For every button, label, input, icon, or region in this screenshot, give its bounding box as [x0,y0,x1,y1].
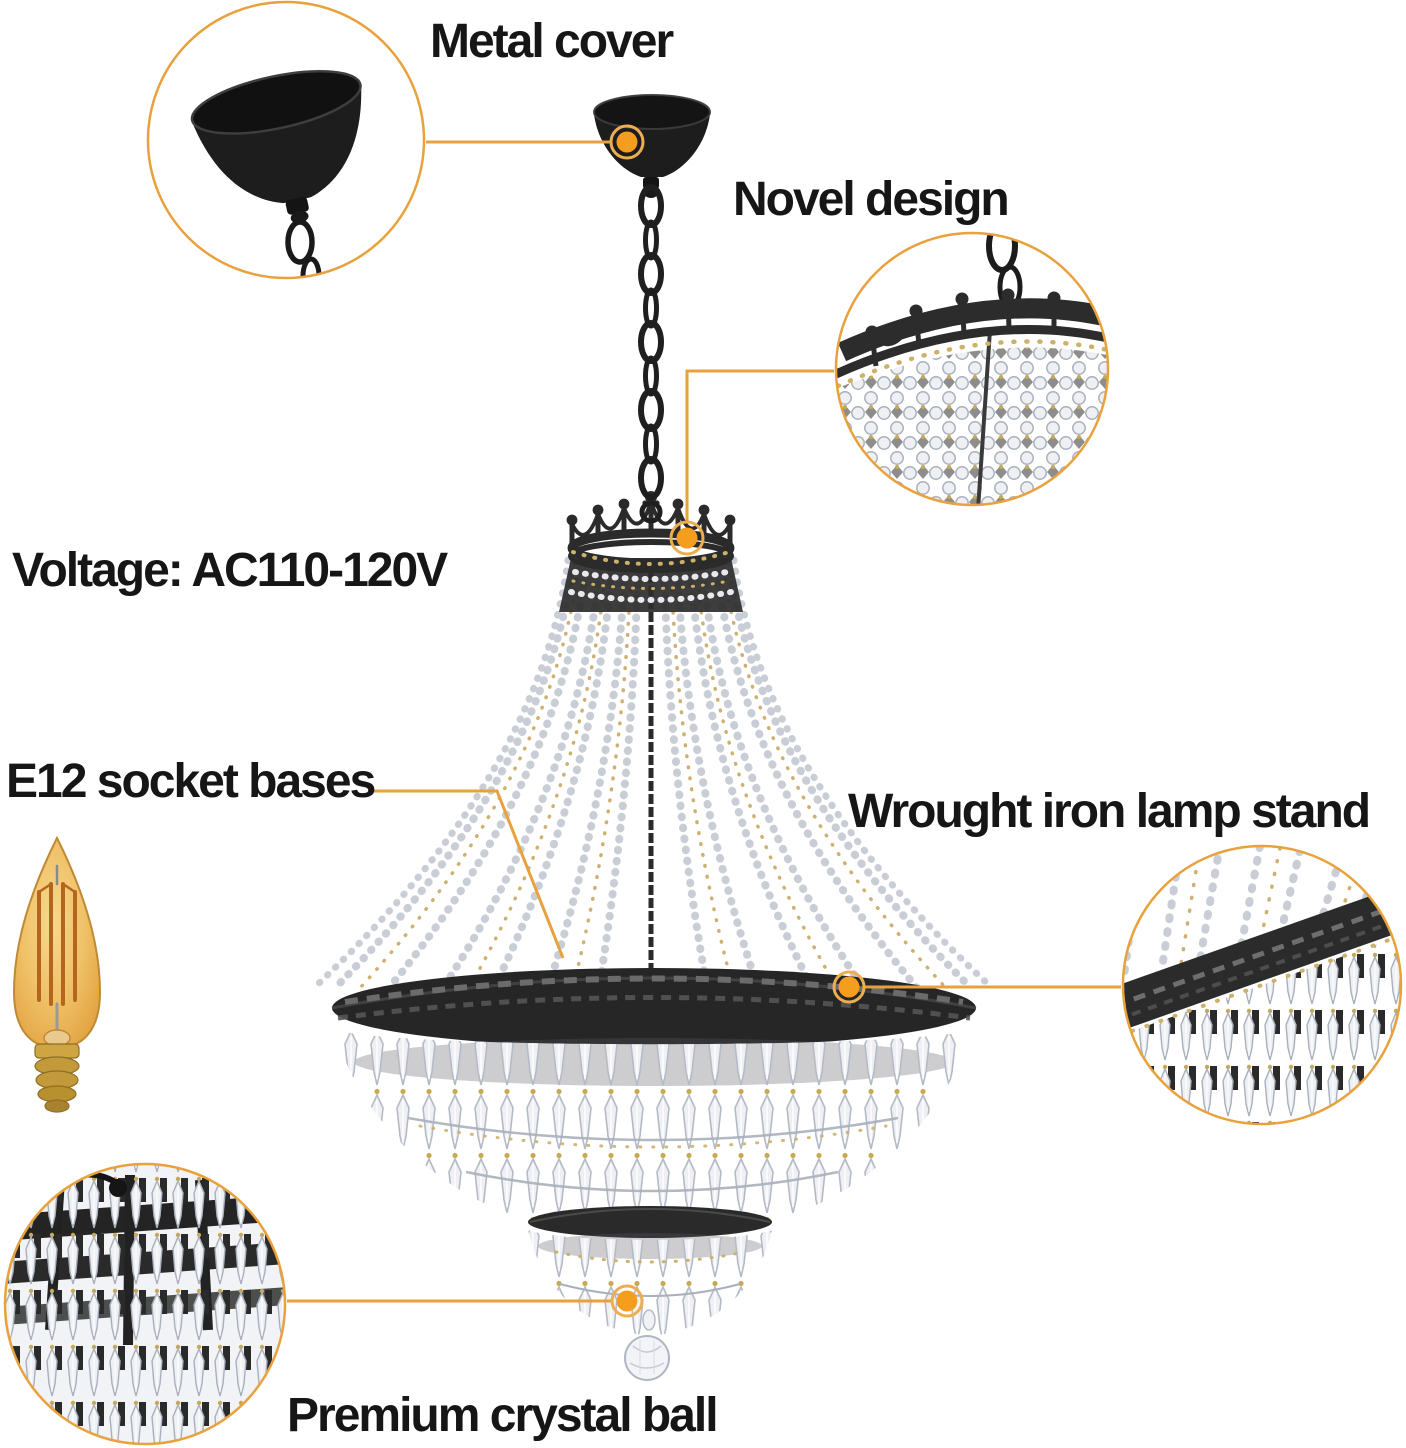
hanging-chain [638,184,664,524]
crown-lattice [559,558,743,612]
e12-bulb-illustration [12,835,102,1113]
label-crystal-ball: Premium crystal ball [287,1389,719,1442]
label-lamp-stand: Wrought iron lamp stand [848,785,1371,838]
lower-tier [528,1206,772,1336]
marker-crystal-ball [610,1284,644,1318]
bulb-filaments [37,864,77,1032]
marker-metal-cover [609,124,645,160]
marker-lamp-stand [832,970,866,1004]
callout-novel-design [834,231,1110,507]
chandelier-illustration [312,94,994,1381]
leader-novel-design [685,369,834,521]
marker-dots [609,124,866,1318]
crystal-bead-strands [312,556,994,992]
chandelier-crown [566,491,736,573]
leader-socket-bases [368,789,565,959]
wrought-iron-band [331,968,977,1062]
crystal-bowl [335,1030,971,1220]
bulb-screw-base [34,1043,80,1113]
callout-lamp-stand [1121,844,1403,1126]
callout-crystal-detail [3,1162,287,1446]
label-socket-bases: E12 socket bases [6,755,376,808]
callout-metal-cover [146,0,426,280]
label-voltage-spec: Voltage: AC110-120V [12,544,448,597]
label-novel-design: Novel design [733,173,1010,226]
leader-lines [287,140,1121,1303]
label-metal-cover: Metal cover [430,15,674,68]
crystal-ball [624,1309,670,1381]
marker-novel-design [669,520,705,556]
gold-bead-strands [358,560,948,990]
